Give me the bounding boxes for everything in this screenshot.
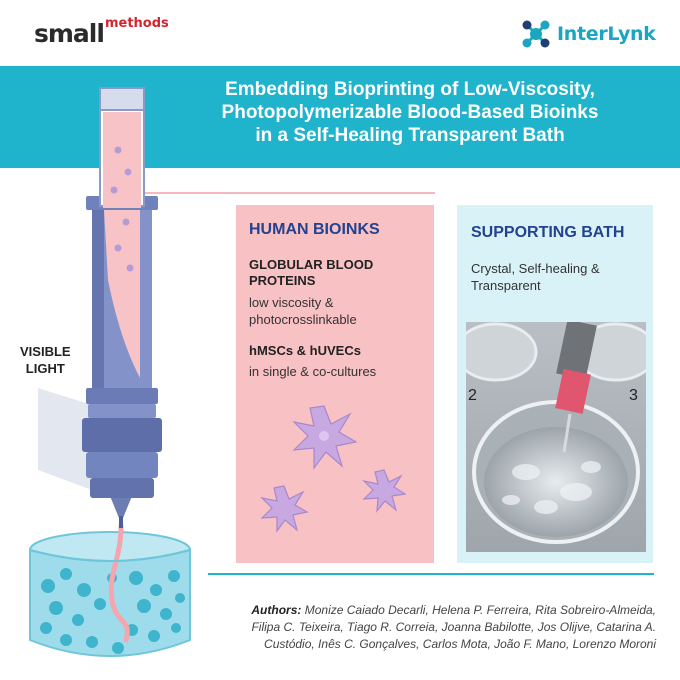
printhead-ring-5 <box>86 388 158 404</box>
journal-logo: small methods <box>34 14 169 48</box>
bioink-cells <box>110 146 134 272</box>
bath-photo: 2 3 <box>466 322 646 552</box>
printhead-ring-2 <box>86 452 158 478</box>
visible-light-line-2: LIGHT <box>25 361 65 376</box>
molecule-icon <box>522 20 550 48</box>
title-line-1: Embedding Bioprinting of Low-Viscosity, <box>225 79 595 100</box>
publisher-logo-text: InterLynk <box>557 23 656 45</box>
stem-cell-large <box>292 405 358 470</box>
bath-text-line-2: Transparent <box>471 278 541 293</box>
stem-cells-illustration <box>260 405 407 533</box>
printhead-ring-1 <box>90 478 154 498</box>
visible-light-label: VISIBLE LIGHT <box>20 343 71 377</box>
title-line-2: Photopolymerizable Blood-Based Bioinks <box>221 102 599 123</box>
microgel-beads <box>40 568 185 654</box>
bioinks-heading: HUMAN BIOINKS <box>249 221 380 238</box>
printhead-barrel-shade <box>92 205 104 388</box>
bioinks-item1-title-line-2: PROTEINS <box>249 273 316 288</box>
bath-text: Crystal, Self-healing & Transparent <box>471 260 600 294</box>
bioprinter-illustration <box>29 87 191 657</box>
bath-heading: SUPPORTING BATH <box>471 224 625 241</box>
title-line-3: in a Self-Healing Transparent Bath <box>255 125 565 146</box>
stem-cell-small-right <box>362 469 407 513</box>
barrel-bioink-window <box>104 210 140 378</box>
nozzle <box>110 496 132 518</box>
bath-text-line-1: Crystal, Self-healing & <box>471 261 600 276</box>
well-label-2: 2 <box>468 387 477 404</box>
bioinks-item1-text-line-1: low viscosity & <box>249 295 334 310</box>
authors-label: Authors: <box>251 603 302 617</box>
printhead-ring-4 <box>88 404 156 418</box>
publisher-logo: InterLynk <box>520 18 656 50</box>
bottom-divider <box>208 573 654 575</box>
printhead-ring-3 <box>82 418 162 452</box>
authors-line-1: Monize Caiado Decarli, Helena P. Ferreir… <box>304 603 656 617</box>
well-label-3: 3 <box>629 387 638 404</box>
authors-line-2: Filipa C. Teixeira, Tiago R. Correia, Jo… <box>251 620 656 634</box>
authors-line-3: Custódio, Inês C. Gonçalves, Carlos Mota… <box>264 637 656 651</box>
stem-cell-small-left <box>260 485 309 533</box>
visible-light-line-1: VISIBLE <box>20 344 71 359</box>
page-title: Embedding Bioprinting of Low-Viscosity, … <box>150 78 670 147</box>
printed-filament <box>108 523 130 643</box>
journal-logo-small: small <box>34 19 105 48</box>
journal-logo-methods: methods <box>104 16 169 31</box>
bioinks-item2-title: hMSCs & hUVECs <box>249 343 361 358</box>
syringe-bioink <box>103 112 141 208</box>
bioinks-item1-text-line-2: photocrosslinkable <box>249 312 357 327</box>
authors-block: Authors: Monize Caiado Decarli, Helena P… <box>220 602 656 653</box>
nozzle-tip <box>119 516 123 528</box>
bioinks-item1-text: low viscosity & photocrosslinkable <box>249 294 357 328</box>
bioinks-item1-title-line-1: GLOBULAR BLOOD <box>249 257 374 272</box>
bath-rim-front <box>29 549 191 562</box>
syringe-plunger <box>99 87 145 111</box>
bioinks-item2-text: in single & co-cultures <box>249 364 377 379</box>
bioinks-item1-title: GLOBULAR BLOOD PROTEINS <box>249 257 373 289</box>
top-divider <box>145 192 435 194</box>
